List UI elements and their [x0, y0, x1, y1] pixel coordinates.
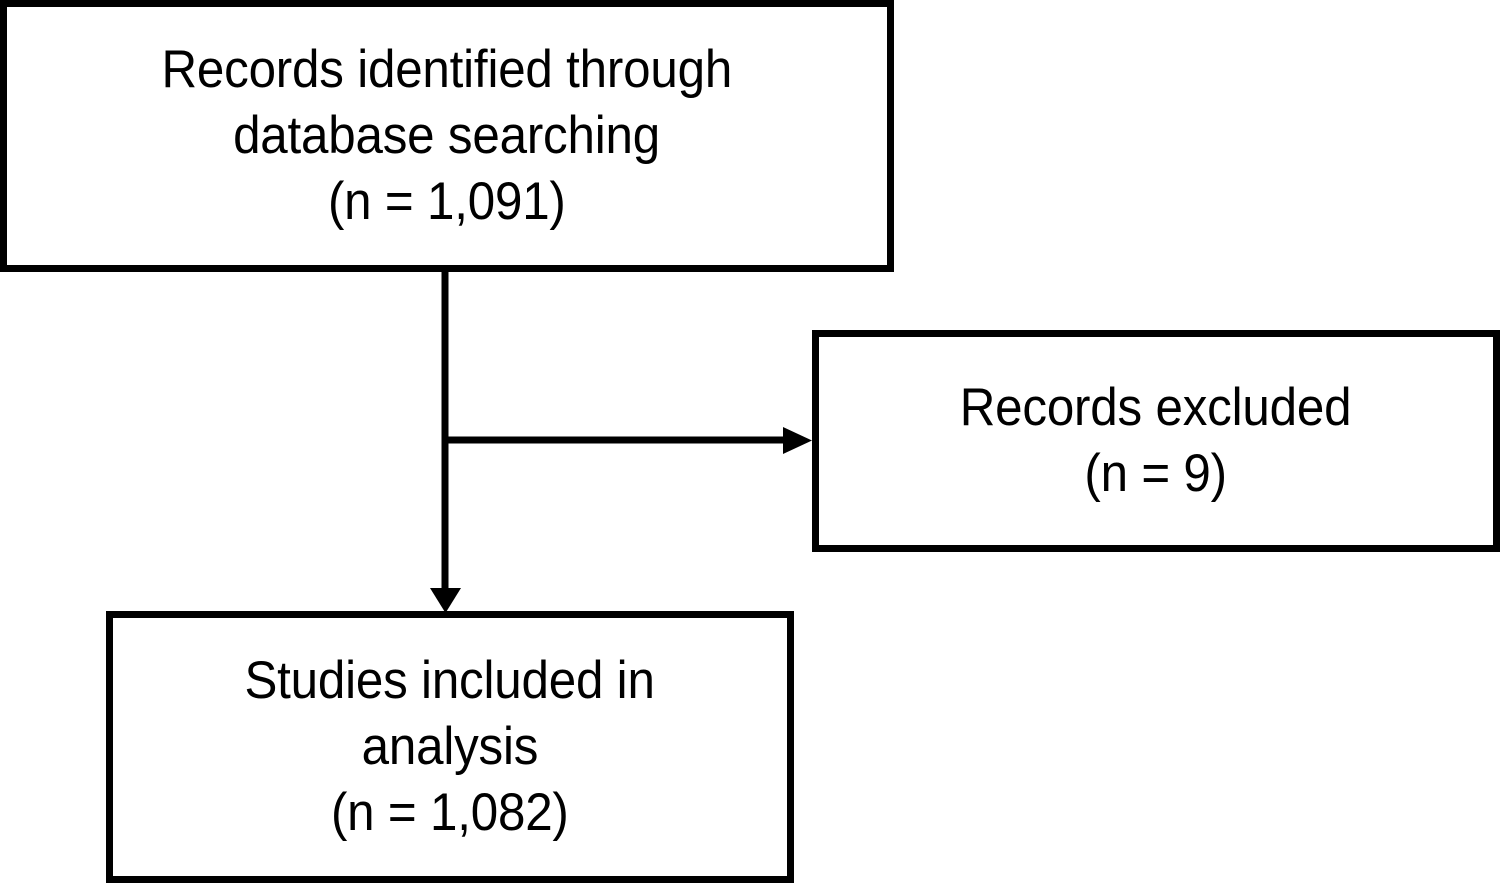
- records-excluded-box[interactable]: Records excluded (n = 9): [812, 330, 1500, 552]
- records-identified-count: (n = 1,091): [328, 172, 566, 231]
- arrowhead-right-icon: [783, 427, 812, 454]
- studies-included-line-2: analysis: [361, 717, 539, 776]
- arrowhead-down-icon: [430, 588, 461, 613]
- records-identified-box[interactable]: Records identified through database sear…: [0, 0, 894, 272]
- records-identified-line-2: database searching: [233, 106, 661, 165]
- records-excluded-count: (n = 9): [1084, 444, 1228, 503]
- records-identified-line-1: Records identified through: [161, 40, 733, 99]
- studies-included-box[interactable]: Studies included in analysis (n = 1,082): [106, 611, 794, 883]
- studies-included-count: (n = 1,082): [331, 783, 569, 842]
- records-excluded-line-1: Records excluded: [960, 378, 1352, 437]
- studies-included-line-1: Studies included in: [244, 651, 656, 710]
